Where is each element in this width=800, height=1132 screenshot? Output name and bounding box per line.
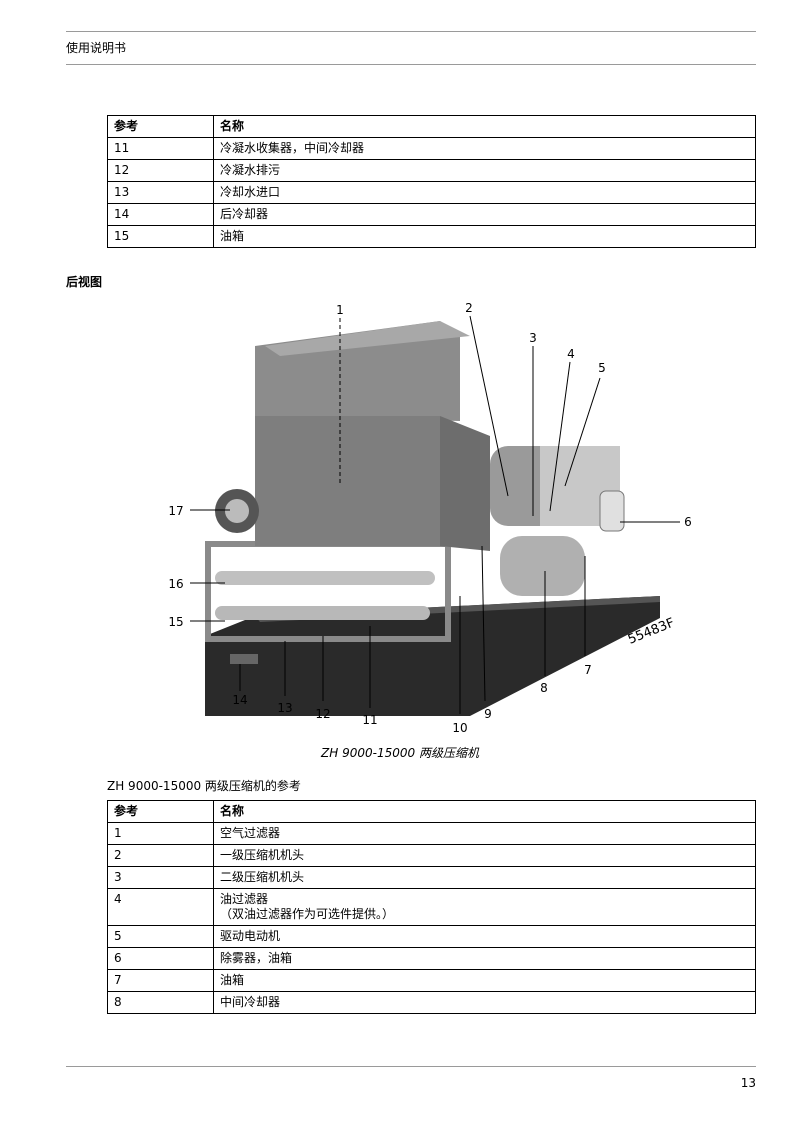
col-header-ref: 参考 <box>107 800 214 823</box>
name-cell: 油过滤器 （双油过滤器作为可选件提供。） <box>213 888 756 926</box>
callout-10: 10 <box>452 721 467 735</box>
air-filter-housing-roof <box>265 321 470 356</box>
base-skid <box>205 596 660 716</box>
name-cell: 油箱 <box>213 969 756 992</box>
table-row: 4 油过滤器 （双油过滤器作为可选件提供。） <box>107 888 756 926</box>
callout-15: 15 <box>168 615 183 629</box>
demister-canister <box>599 490 625 532</box>
air-filter-housing-bottom <box>255 416 440 546</box>
callout-7: 7 <box>584 663 592 677</box>
ref-cell: 7 <box>107 969 214 992</box>
callout-6: 6 <box>684 515 692 529</box>
name-line: 油过滤器 <box>220 892 269 906</box>
callout-13: 13 <box>277 701 292 715</box>
section-title: 后视图 <box>66 275 103 289</box>
header-rule-bottom <box>66 64 756 65</box>
name-cell: 冷却水进口 <box>213 181 756 204</box>
table-header-row: 参考 名称 <box>107 800 756 823</box>
callout-1: 1 <box>336 303 344 317</box>
callout-2: 2 <box>465 301 473 315</box>
callout-17: 17 <box>168 504 183 518</box>
col-header-ref: 参考 <box>107 115 214 138</box>
name-note: （双油过滤器作为可选件提供。） <box>220 907 395 921</box>
name-cell: 冷凝水排污 <box>213 159 756 182</box>
callout-line-5 <box>564 377 601 487</box>
col-header-name: 名称 <box>213 115 756 138</box>
pipe-lower <box>215 606 430 620</box>
callout-line-4 <box>549 361 571 512</box>
ref-cell: 2 <box>107 844 214 867</box>
callout-4: 4 <box>567 347 575 361</box>
table-title: ZH 9000-15000 两级压缩机的参考 <box>107 779 301 793</box>
header-title: 使用说明书 <box>66 41 127 55</box>
air-filter-housing-side <box>440 416 490 551</box>
callout-5: 5 <box>598 361 606 375</box>
header-rule-top <box>66 31 756 32</box>
callout-line-9 <box>481 545 486 702</box>
page-number: 13 <box>740 1076 756 1090</box>
ref-cell: 12 <box>107 159 214 182</box>
ref-cell: 5 <box>107 925 214 948</box>
ref-cell: 8 <box>107 991 214 1014</box>
ref-cell: 3 <box>107 866 214 889</box>
ref-cell: 15 <box>107 225 214 248</box>
name-cell: 中间冷却器 <box>213 991 756 1014</box>
name-cell: 空气过滤器 <box>213 822 756 845</box>
name-cell: 驱动电动机 <box>213 925 756 948</box>
name-cell: 二级压缩机机头 <box>213 866 756 889</box>
air-inlet-opening <box>225 499 249 523</box>
callout-8: 8 <box>540 681 548 695</box>
col-header-name: 名称 <box>213 800 756 823</box>
callout-9: 9 <box>484 707 492 721</box>
callout-16: 16 <box>168 577 183 591</box>
ref-cell: 4 <box>107 888 214 926</box>
compressor-element <box>500 536 585 596</box>
figure-caption: ZH 9000-15000 两级压缩机 <box>321 746 479 760</box>
name-cell: 一级压缩机机头 <box>213 844 756 867</box>
callout-12: 12 <box>315 707 330 721</box>
ref-cell: 6 <box>107 947 214 970</box>
table-header-row: 参考 名称 <box>107 115 756 138</box>
name-cell: 油箱 <box>213 225 756 248</box>
callout-11: 11 <box>362 713 377 727</box>
name-cell: 后冷却器 <box>213 203 756 226</box>
compressor-illustration: 1 2 3 4 5 6 7 8 9 10 11 12 13 14 15 16 1… <box>168 301 692 735</box>
callout-14: 14 <box>232 693 247 707</box>
callout-3: 3 <box>529 331 537 345</box>
label-plate <box>230 654 258 664</box>
ref-cell: 11 <box>107 137 214 160</box>
name-cell: 除雾器，油箱 <box>213 947 756 970</box>
ref-cell: 1 <box>107 822 214 845</box>
footer-rule <box>66 1066 756 1067</box>
callout-line-2 <box>469 315 509 497</box>
pipe-upper <box>215 571 435 585</box>
name-cell: 冷凝水收集器，中间冷却器 <box>213 137 756 160</box>
ref-cell: 13 <box>107 181 214 204</box>
ref-cell: 14 <box>107 203 214 226</box>
